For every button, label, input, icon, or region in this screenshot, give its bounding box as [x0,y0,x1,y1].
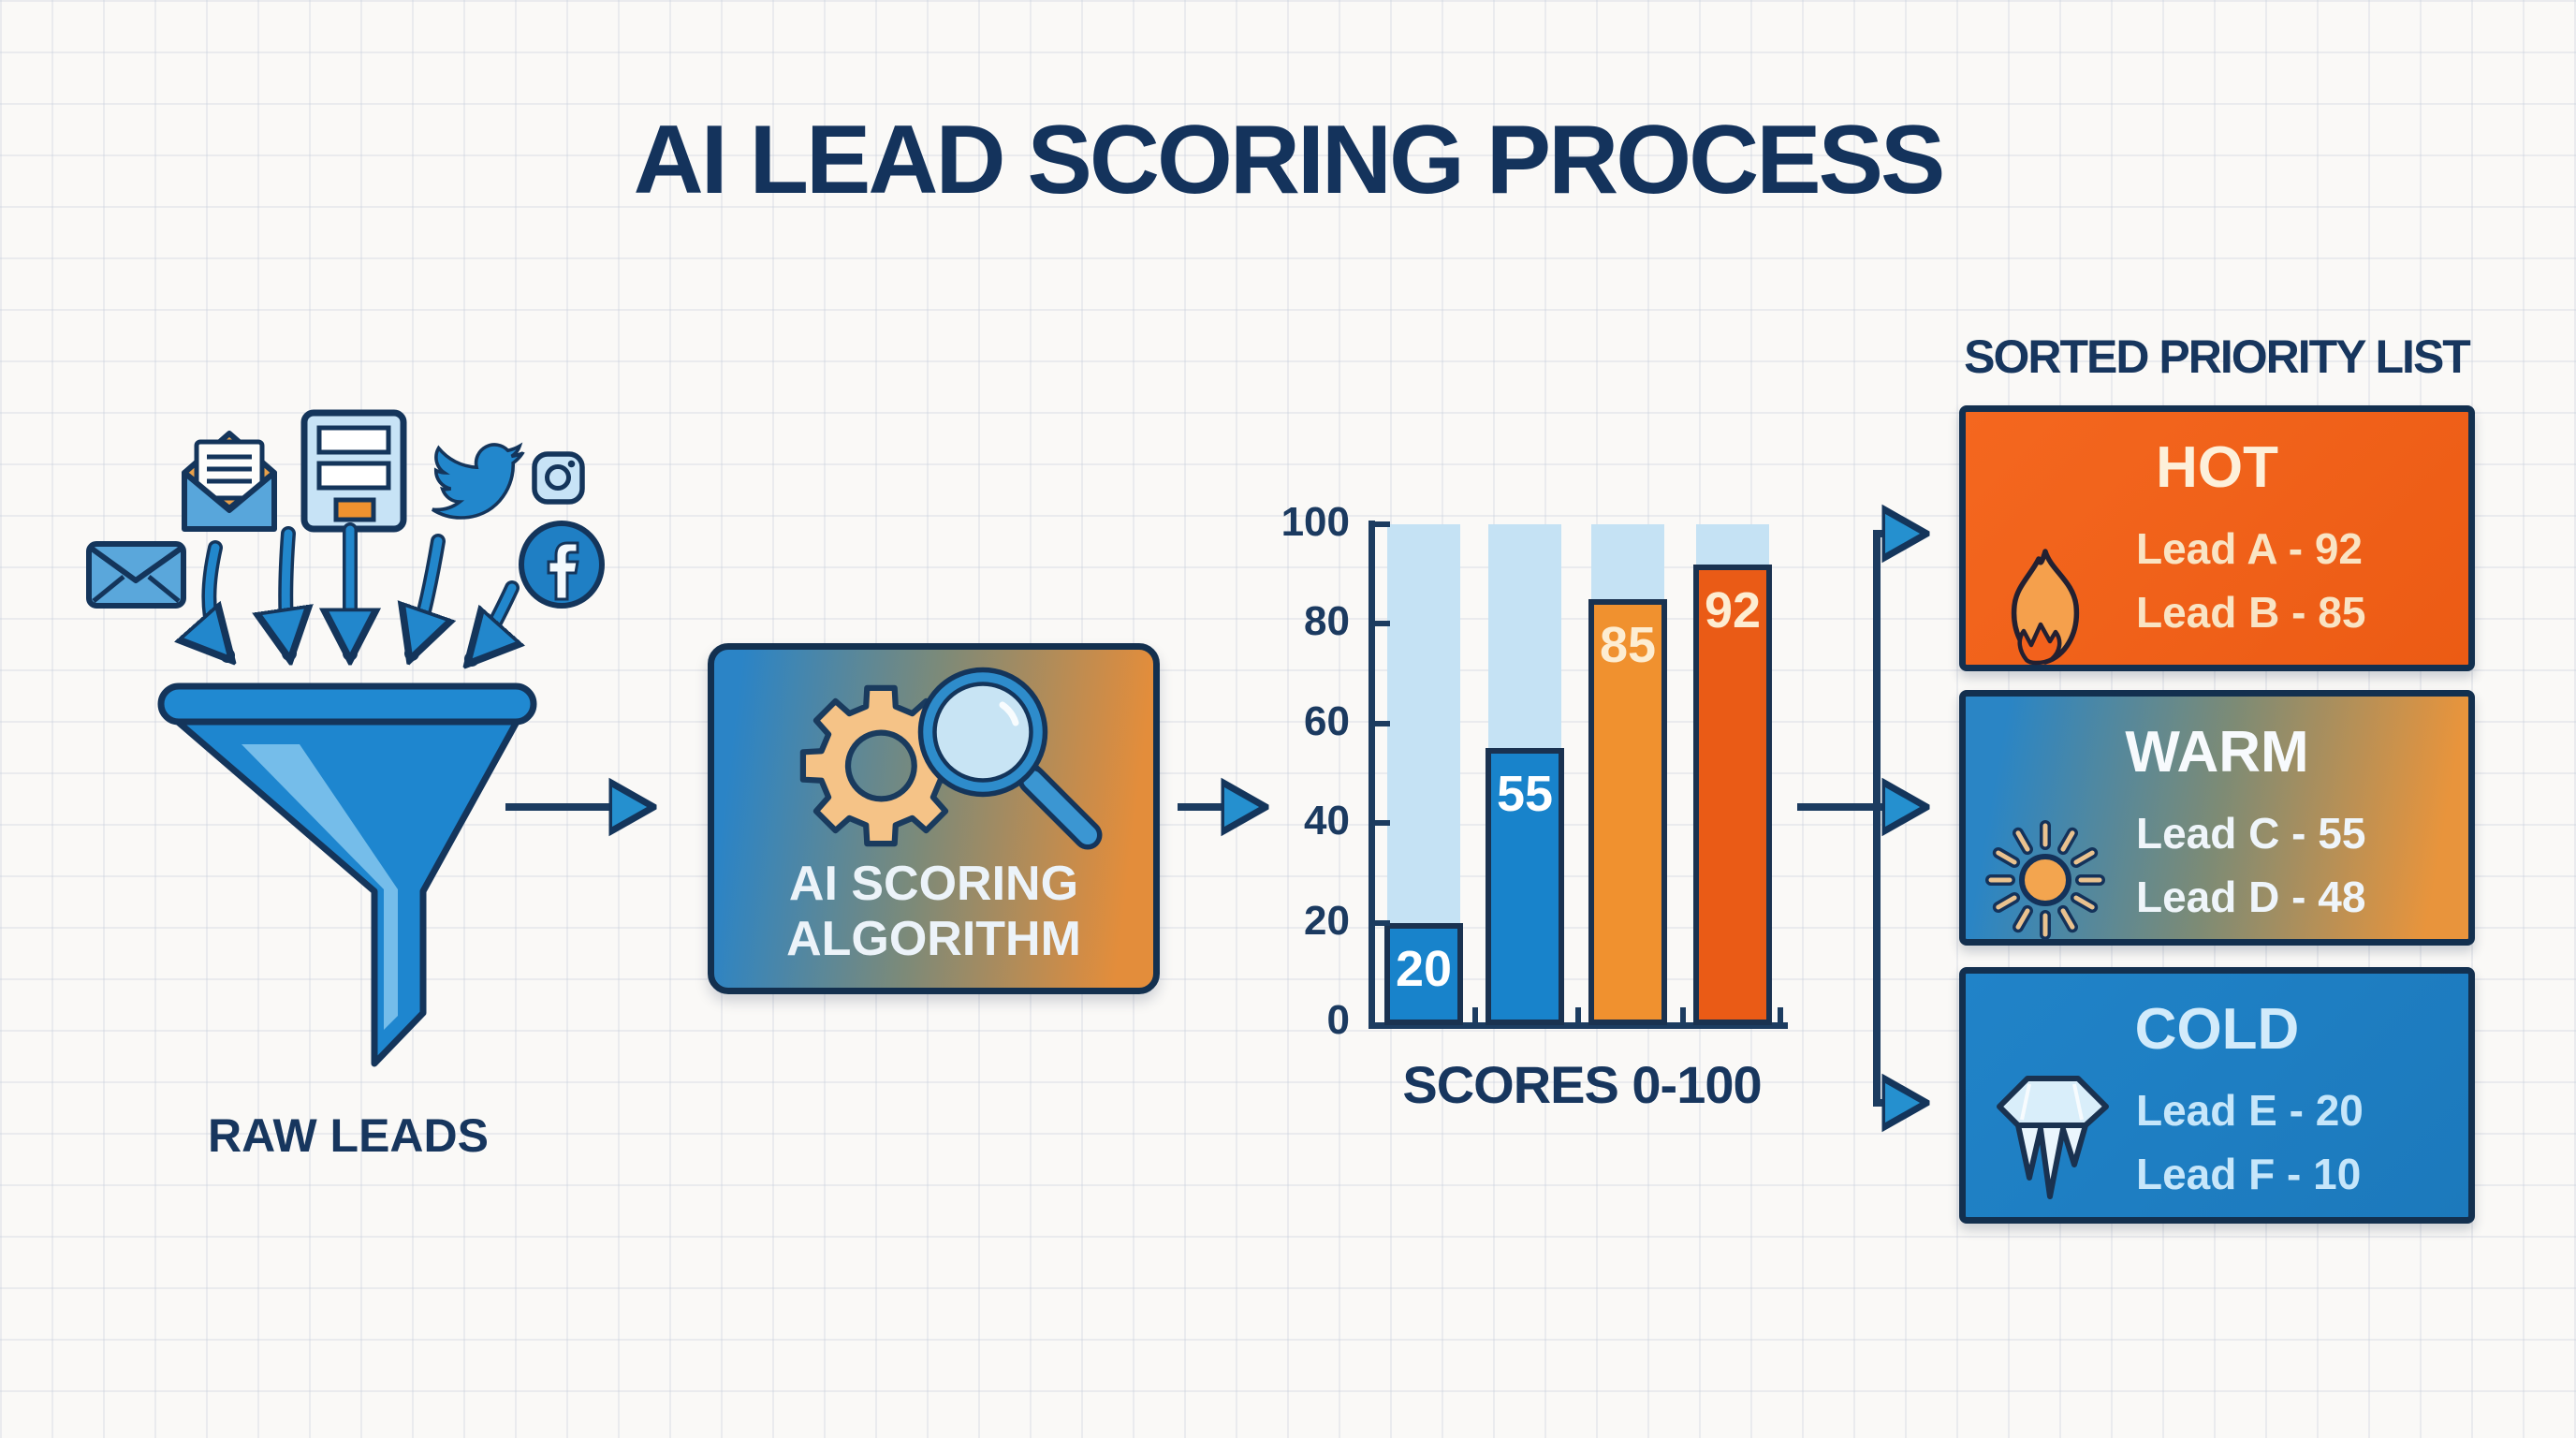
facebook-icon [519,521,605,609]
score-bar: 55 [1486,748,1564,1025]
bar-value-label: 92 [1704,582,1762,638]
lead-row: Lead C - 55 [2136,809,2366,858]
x-tick-mark [1472,1007,1478,1022]
x-axis [1368,1022,1788,1029]
x-tick-mark [1680,1007,1686,1022]
ai-box-label-line2: ALGORITHM [786,912,1081,966]
lead-row: Lead A - 92 [2136,524,2363,573]
lead-row: Lead F - 10 [2136,1150,2362,1198]
ai-box-label-line1: AI SCORING [788,857,1079,911]
bar-value-label: 85 [1599,617,1657,673]
tier-warm-leads: Lead C - 55 Lead D - 48 [2136,801,2365,929]
twitter-icon [432,442,525,520]
tier-cold-leads: Lead E - 20 Lead F - 10 [2136,1078,2364,1206]
y-tick-mark [1374,820,1390,827]
lead-row: Lead E - 20 [2136,1086,2364,1135]
y-tick-label: 60 [1304,697,1350,744]
y-tick-label: 80 [1304,598,1350,645]
y-axis [1368,521,1375,1026]
tier-warm-title: WARM [2125,720,2309,785]
priority-tier-cold: COLD Lead E - 20 Lead F - 10 [1959,967,2475,1224]
raw-leads-label: RAW LEADS [208,1109,489,1162]
y-tick-mark [1374,919,1390,926]
chart-x-label: SCORES 0-100 [1402,1055,1762,1114]
score-bar: 85 [1588,599,1667,1025]
tier-hot-title: HOT [2156,435,2278,500]
closed-envelope-icon [86,541,186,609]
form-icon [300,409,407,533]
arrow-branch-to-hot [1873,534,1921,811]
y-tick-mark [1374,621,1390,627]
y-tick-label: 100 [1281,499,1350,545]
ai-box-label: AI SCORING ALGORITHM [708,857,1160,967]
bar-value-label: 55 [1496,766,1554,822]
arrow-branch-to-cold [1873,803,1921,1103]
score-bar: 20 [1384,923,1463,1025]
x-tick-mark [1575,1007,1581,1022]
score-bar: 92 [1693,565,1772,1025]
y-tick-label: 40 [1304,798,1350,844]
open-envelope-icon [182,431,277,532]
y-tick-mark [1374,521,1390,527]
bar-value-label: 20 [1395,941,1453,997]
y-tick-label: 20 [1304,897,1350,944]
x-tick-mark [1778,1007,1783,1022]
tier-cold-title: COLD [2134,997,2300,1062]
y-tick-label: 0 [1326,997,1350,1043]
inflow-arrows [209,522,512,659]
lead-row: Lead B - 85 [2136,588,2366,637]
priority-list-header: SORTED PRIORITY LIST [1964,330,2471,383]
tier-hot-leads: Lead A - 92 Lead B - 85 [2136,517,2365,644]
page-title: AI LEAD SCORING PROCESS [633,106,1946,214]
funnel-icon [157,682,537,1067]
lead-row: Lead D - 48 [2136,873,2366,921]
y-tick-mark [1374,720,1390,726]
instagram-icon [532,451,585,505]
priority-tier-hot: HOT Lead A - 92 Lead B - 85 [1959,405,2475,671]
priority-tier-warm: WARM Lead C - 55 Lead D - 48 [1959,690,2475,946]
